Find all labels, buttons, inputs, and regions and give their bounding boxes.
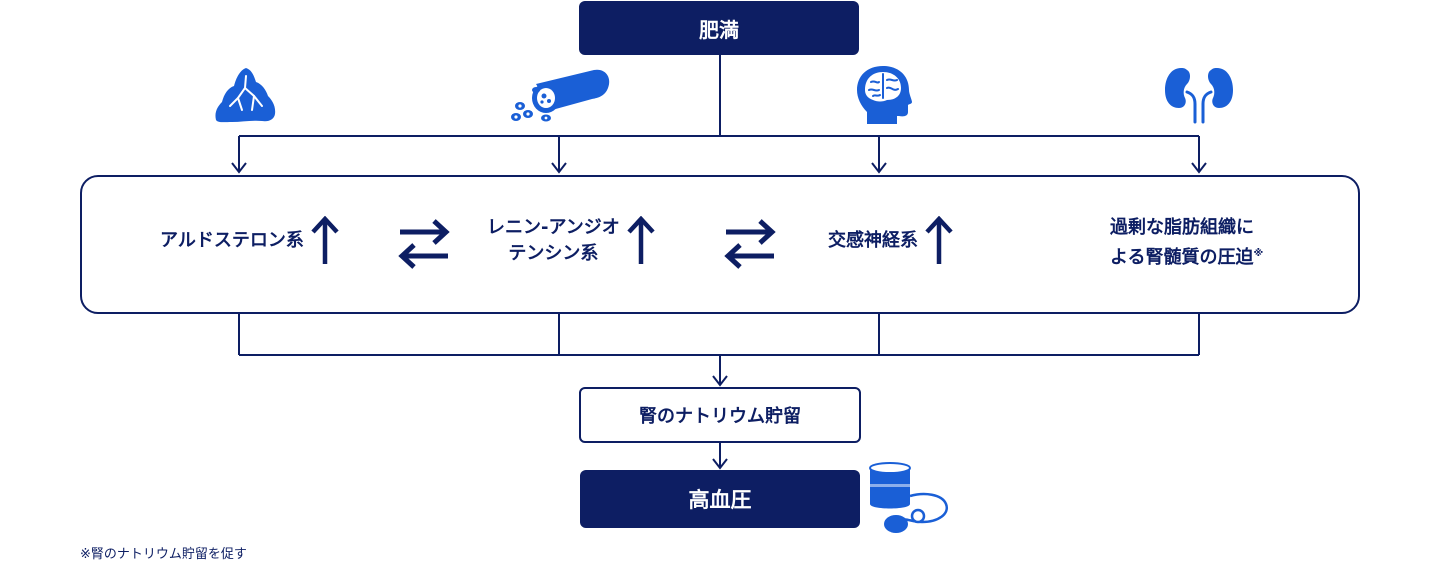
brain-head-icon (857, 66, 912, 124)
sodium-retention-box: 腎のナトリウム貯留 (579, 387, 861, 443)
obesity-box: 肥満 (579, 1, 859, 55)
factor-renal-medulla-line1: 過剰な脂肪組織に (1110, 217, 1254, 238)
up-arrow-icon (311, 216, 339, 264)
exchange-arrows-icon (398, 219, 450, 269)
factor-renin-angiotensin-line2: テンシン系 (508, 243, 599, 264)
obesity-label: 肥満 (699, 17, 739, 42)
hypertension-label: 高血圧 (688, 488, 752, 512)
factor-sympathetic-nervous-label: 交感神経系 (828, 230, 918, 251)
up-arrow-icon (925, 216, 953, 264)
up-arrow-icon (627, 216, 655, 264)
hypertension-box: 高血圧 (580, 470, 860, 528)
footnote: ※腎のナトリウム貯留を促す (80, 547, 247, 562)
factor-aldosterone: アルドステロン系 (160, 213, 340, 269)
factor-renal-medulla-compression: 過剰な脂肪組織に よる腎髄質の圧迫※ (1110, 215, 1263, 271)
factor-renin-angiotensin: レニン-アンジオ テンシン系 (487, 213, 656, 269)
adrenal-gland-icon (215, 68, 276, 123)
factor-aldosterone-label: アルドステロン系 (160, 230, 304, 251)
factor-renal-medulla-line2: よる腎髄質の圧迫 (1110, 247, 1254, 268)
kidney-icon (1165, 68, 1233, 124)
sodium-retention-label: 腎のナトリウム貯留 (639, 406, 801, 427)
fat-tissue-icon (511, 69, 610, 122)
blood-pressure-monitor-icon (869, 462, 949, 533)
factor-sympathetic-nervous: 交感神経系 (828, 213, 954, 269)
footnote-mark: ※ (1253, 248, 1264, 259)
factor-renin-angiotensin-line1: レニン-アンジオ (487, 217, 620, 238)
exchange-arrows-icon (724, 219, 776, 269)
factors-box (80, 175, 1360, 314)
